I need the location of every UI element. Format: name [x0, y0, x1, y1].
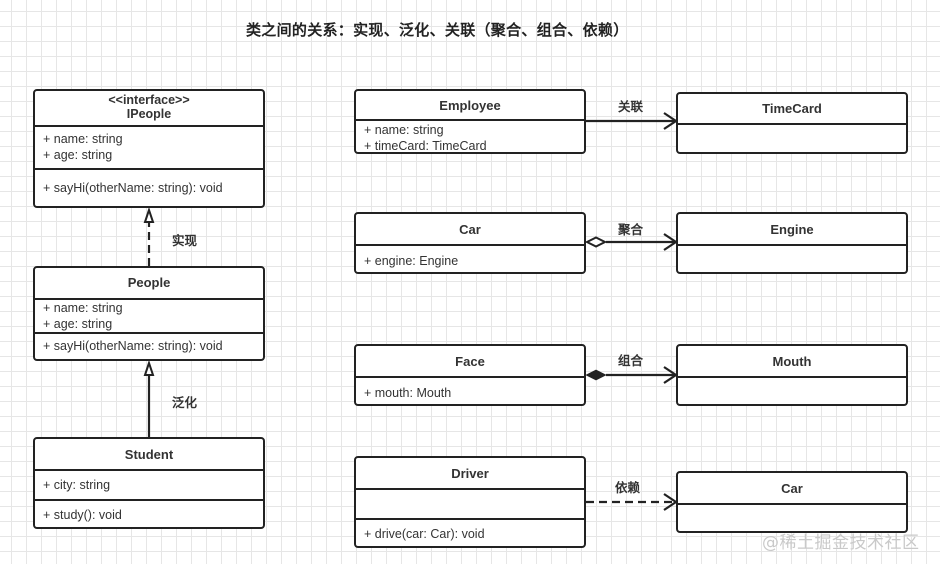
attribute: + mouth: Mouth	[364, 386, 452, 400]
filled-diamond-icon	[585, 369, 607, 381]
realization-connector[interactable]	[143, 206, 155, 266]
open-arrowhead-icon	[663, 493, 678, 511]
class-employee[interactable]: Employee + name: string + timeCard: Time…	[354, 89, 586, 154]
hollow-diamond-icon	[584, 236, 608, 248]
diagram-title: 类之间的关系：实现、泛化、关联（聚合、组合、依赖）	[246, 21, 629, 39]
class-name: Student	[124, 447, 174, 462]
class-stereotype: <<interface>>	[108, 93, 190, 107]
label-generalization: 泛化	[172, 395, 198, 410]
class-face[interactable]: Face + mouth: Mouth	[354, 344, 586, 406]
method: + study(): void	[43, 508, 122, 522]
class-methods: + drive(car: Car): void	[356, 518, 584, 542]
class-attributes: + city: string	[35, 469, 263, 499]
label-composition: 组合	[618, 353, 644, 368]
class-attributes	[356, 488, 584, 518]
hollow-triangle-arrowhead-icon	[143, 359, 155, 376]
generalization-connector[interactable]	[143, 359, 155, 437]
attribute: + city: string	[43, 478, 111, 492]
watermark: @稀土掘金技术社区	[762, 533, 920, 553]
class-attributes: + name: string + age: string	[35, 125, 263, 168]
class-header: Employee	[356, 91, 584, 119]
attribute: + name: string	[364, 123, 444, 137]
class-car[interactable]: Car + engine: Engine	[354, 212, 586, 274]
class-name: TimeCard	[762, 101, 822, 116]
class-mouth[interactable]: Mouth	[676, 344, 908, 406]
class-people[interactable]: People + name: string + age: string + sa…	[33, 266, 265, 361]
attribute: + timeCard: TimeCard	[364, 139, 487, 153]
class-header: People	[35, 268, 263, 298]
class-name: Car	[459, 222, 481, 237]
class-ipeople[interactable]: <<interface>> IPeople + name: string + a…	[33, 89, 265, 208]
label-aggregation: 聚合	[618, 222, 644, 237]
method: + sayHi(otherName: string): void	[43, 339, 223, 353]
label-association: 关联	[618, 99, 644, 114]
class-name: IPeople	[126, 107, 172, 121]
association-connector[interactable]	[586, 112, 678, 130]
label-dependency: 依赖	[615, 480, 641, 495]
class-name: Employee	[439, 98, 501, 113]
class-name: People	[127, 275, 171, 290]
class-attributes: + name: string + age: string	[35, 298, 263, 332]
attribute: + engine: Engine	[364, 254, 459, 268]
hollow-triangle-arrowhead-icon	[143, 206, 155, 223]
class-attributes: + engine: Engine	[356, 244, 584, 269]
label-realization: 实现	[172, 233, 198, 248]
attribute: + age: string	[43, 317, 113, 331]
class-attributes	[678, 123, 906, 152]
class-header: TimeCard	[678, 94, 906, 123]
attribute: + name: string	[43, 132, 123, 146]
class-name: Driver	[451, 466, 489, 481]
class-student[interactable]: Student + city: string + study(): void	[33, 437, 265, 529]
class-header: Engine	[678, 214, 906, 244]
class-engine[interactable]: Engine	[676, 212, 908, 274]
class-name: Engine	[770, 222, 814, 237]
open-arrowhead-icon	[663, 366, 678, 384]
open-arrowhead-icon	[663, 112, 678, 130]
class-header: Mouth	[678, 346, 906, 376]
class-timecard[interactable]: TimeCard	[676, 92, 908, 154]
method: + drive(car: Car): void	[364, 527, 485, 541]
class-methods: + study(): void	[35, 499, 263, 523]
class-header: Car	[678, 473, 906, 503]
dependency-connector[interactable]	[586, 493, 678, 511]
class-header: Car	[356, 214, 584, 244]
class-header: Face	[356, 346, 584, 376]
class-header: Driver	[356, 458, 584, 488]
attribute: + name: string	[43, 301, 123, 315]
class-driver[interactable]: Driver + drive(car: Car): void	[354, 456, 586, 548]
attribute: + age: string	[43, 148, 113, 162]
class-attributes	[678, 376, 906, 404]
class-name: Car	[781, 481, 803, 496]
class-name: Mouth	[772, 354, 812, 369]
class-header: Student	[35, 439, 263, 469]
class-attributes	[678, 244, 906, 272]
class-methods: + sayHi(otherName: string): void	[35, 332, 263, 354]
class-car-dependency-target[interactable]: Car	[676, 471, 908, 533]
class-attributes	[678, 503, 906, 531]
class-header: <<interface>> IPeople	[35, 91, 263, 125]
open-arrowhead-icon	[663, 233, 678, 251]
composition-connector[interactable]	[585, 366, 678, 384]
class-name: Face	[455, 354, 485, 369]
method: + sayHi(otherName: string): void	[43, 181, 223, 195]
class-methods: + sayHi(otherName: string): void	[35, 168, 263, 196]
class-attributes: + name: string + timeCard: TimeCard	[356, 119, 584, 153]
class-attributes: + mouth: Mouth	[356, 376, 584, 401]
